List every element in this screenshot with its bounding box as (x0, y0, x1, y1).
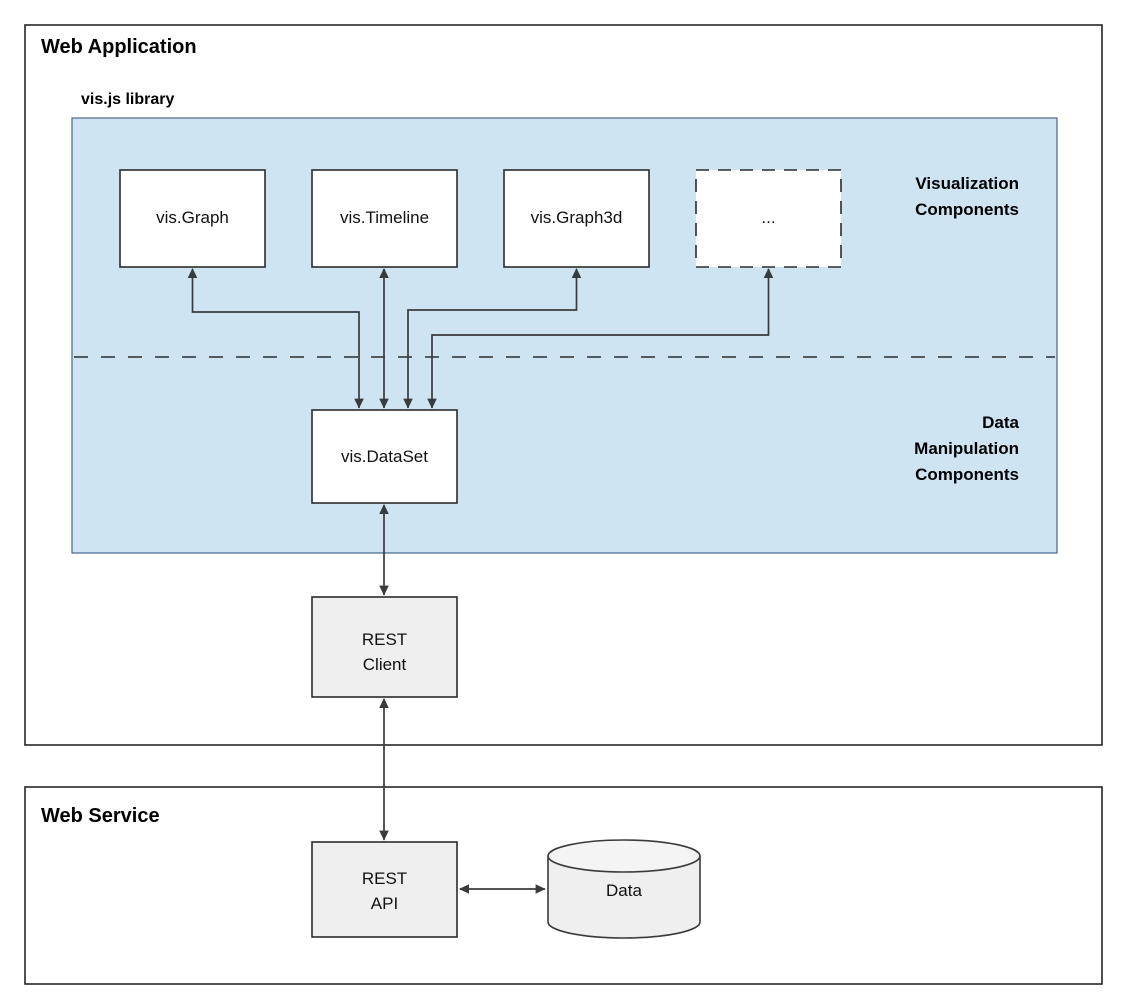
rest-api-label-line2: API (371, 894, 398, 913)
vis-dataset-box[interactable] (311, 409, 458, 504)
vis-timeline-box[interactable] (311, 169, 458, 268)
data-store-cylinder-top (547, 839, 701, 873)
data-manipulation-label-line3: Components (915, 465, 1019, 484)
visualization-label-line2: Components (915, 200, 1019, 219)
connector-dataset-more-components (427, 268, 774, 409)
vis-dataset-label: vis.DataSet (341, 447, 428, 466)
node-vis-graph3d[interactable]: vis.Graph3d (503, 169, 650, 268)
data-manipulation-components-label: Data Manipulation Components (914, 413, 1019, 484)
node-rest-client[interactable]: REST Client (311, 596, 458, 698)
rest-api-label-line1: REST (362, 869, 407, 888)
node-vis-timeline[interactable]: vis.Timeline (311, 169, 458, 268)
web-service-title: Web Service (41, 805, 160, 827)
node-vis-graph[interactable]: vis.Graph (119, 169, 266, 268)
data-store-cylinder-body[interactable] (547, 855, 701, 939)
vis-graph-label: vis.Graph (156, 208, 229, 227)
more-components-label: ... (761, 208, 775, 227)
node-data-store[interactable]: Data (547, 839, 701, 939)
rest-client-label-line1: REST (362, 630, 407, 649)
rest-client-box[interactable] (311, 596, 458, 698)
visualization-label-line1: Visualization (915, 174, 1019, 193)
connector-dataset-vis-graph (187, 268, 364, 409)
more-components-box[interactable] (695, 169, 842, 268)
node-rest-api[interactable]: REST API (311, 841, 458, 938)
data-store-label: Data (606, 881, 642, 900)
data-manipulation-label-line2: Manipulation (914, 439, 1019, 458)
visualization-components-label: Visualization Components (915, 174, 1019, 219)
node-more-components[interactable]: ... (695, 169, 842, 268)
visjs-library-title: vis.js library (81, 91, 174, 108)
vis-graph3d-box[interactable] (503, 169, 650, 268)
vis-timeline-label: vis.Timeline (340, 208, 429, 227)
rest-client-label-line2: Client (363, 655, 407, 674)
web-application-title: Web Application (41, 36, 197, 58)
rest-api-box[interactable] (311, 841, 458, 938)
vis-graph-box[interactable] (119, 169, 266, 268)
node-vis-dataset[interactable]: vis.DataSet (311, 409, 458, 504)
vis-graph3d-label: vis.Graph3d (531, 208, 623, 227)
data-manipulation-label-line1: Data (982, 413, 1019, 432)
